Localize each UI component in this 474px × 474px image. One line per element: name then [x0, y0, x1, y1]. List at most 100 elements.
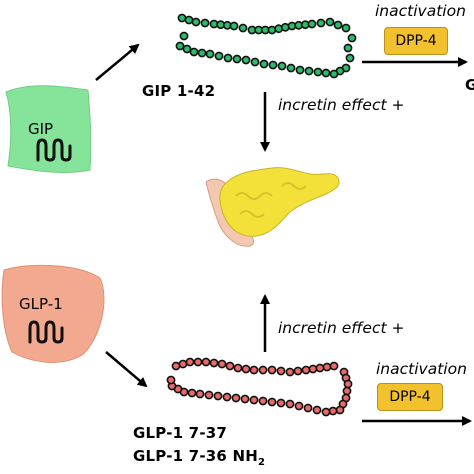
gip-bead	[313, 67, 323, 77]
glp1-bead	[195, 389, 205, 399]
gip-bead	[268, 60, 278, 70]
gip-bead	[345, 53, 355, 63]
glp1-bead	[329, 361, 339, 371]
gip-bead	[286, 63, 296, 73]
gip-product-label: G	[465, 76, 474, 94]
gip-bead	[277, 61, 287, 71]
glp1-bead	[294, 401, 304, 411]
gip-secretion-arrow	[95, 43, 140, 81]
glp1-bead	[240, 394, 250, 404]
gip-bead	[347, 33, 357, 43]
gip-bead	[229, 21, 239, 31]
glp1-inactivation-label: inactivation	[376, 360, 467, 378]
glp1-dpp4-badge: DPP-4	[377, 383, 443, 411]
gip-bead	[189, 47, 199, 57]
glp1-bead	[321, 407, 331, 417]
glp1-bead	[249, 395, 259, 405]
glp1-bead	[166, 375, 176, 385]
gip-peptide-chain	[175, 13, 357, 79]
gip-bead	[241, 55, 251, 65]
gip-bead	[184, 15, 194, 25]
glp1-bead	[342, 386, 352, 396]
glp1-peptide-label-2-subscript: 2	[257, 457, 266, 468]
gip-bead	[250, 57, 260, 67]
gip-bead	[259, 59, 269, 69]
glp1-bead	[267, 397, 277, 407]
gip-bead	[333, 20, 343, 30]
glp1-bead	[293, 366, 303, 376]
glp1-bead	[322, 362, 332, 372]
gip-bead	[329, 69, 339, 79]
glp1-bead	[301, 365, 311, 375]
glp1-bead	[193, 357, 203, 367]
glp1-bead	[201, 357, 211, 367]
glp1-hormone-label: GLP-1	[19, 295, 63, 313]
gip-dpp4-badge: DPP-4	[384, 27, 448, 55]
glp1-secretion-arrow	[105, 351, 148, 388]
gip-bead	[182, 44, 192, 54]
glp1-cell-blob	[1, 264, 105, 363]
glp1-bead	[328, 406, 338, 416]
glp1-bead	[276, 398, 286, 408]
glp1-bead	[187, 388, 197, 398]
glp1-bead	[231, 393, 241, 403]
gip-hormone-label: GIP	[28, 120, 54, 138]
glp1-bead	[285, 367, 295, 377]
pancreas-icon	[205, 167, 340, 247]
glp1-bead	[241, 364, 251, 374]
glp1-incretin-label: incretin effect +	[278, 319, 405, 337]
glp1-bead	[204, 390, 214, 400]
pancreas-body-shape	[219, 167, 340, 237]
glp1-bead	[178, 359, 188, 369]
gip-bead	[197, 48, 207, 58]
glp1-peptide-chain	[166, 357, 353, 417]
gip-bead	[177, 13, 187, 23]
glp1-bead	[225, 361, 235, 371]
gip-bead	[304, 66, 314, 76]
gip-bead	[179, 31, 189, 41]
glp1-bead	[171, 361, 181, 371]
glp1-peptide-label-2: GLP-1 7-36 NH2	[133, 447, 265, 468]
gip-bead	[191, 17, 201, 27]
glp1-bead	[335, 405, 345, 415]
glp1-bead	[285, 399, 295, 409]
glp1-peptide-label-2-main: GLP-1 7-36 NH	[133, 447, 258, 465]
glp1-peptide-label-1: GLP-1 7-37	[133, 424, 228, 442]
glp1-receptor-icon	[28, 320, 64, 344]
gip-bead	[175, 41, 185, 51]
gip-peptide-label: GIP 1-42	[142, 82, 216, 100]
gip-bead	[295, 65, 305, 75]
glp1-bead	[222, 392, 232, 402]
gip-receptor-icon	[36, 138, 72, 162]
gip-bead	[307, 19, 317, 29]
glp1-bead	[217, 359, 227, 369]
glp1-bead	[233, 363, 243, 373]
glp1-bead	[312, 405, 322, 415]
glp1-bead	[343, 379, 353, 389]
gip-bead	[238, 23, 248, 33]
glp1-bead	[213, 391, 223, 401]
gip-bead	[341, 23, 351, 33]
gip-bead	[205, 49, 215, 59]
gip-bead	[343, 43, 353, 53]
glp1-bead	[258, 396, 268, 406]
gip-bead	[200, 18, 210, 28]
glp1-bead	[185, 357, 195, 367]
gip-bead	[232, 54, 242, 64]
glp1-bead	[209, 358, 219, 368]
gip-inactivation-label: inactivation	[375, 2, 466, 20]
gip-bead	[321, 68, 331, 78]
gip-bead	[316, 18, 326, 28]
pancreas-texture	[235, 182, 307, 218]
glp1-bead	[315, 363, 325, 373]
gip-incretin-label: incretin effect +	[278, 96, 405, 114]
glp1-bead	[267, 365, 277, 375]
gip-bead	[223, 53, 233, 63]
gip-bead	[214, 51, 224, 61]
glp1-bead	[249, 365, 259, 375]
gip-bead	[325, 17, 335, 27]
glp1-bead	[303, 403, 313, 413]
glp1-bead	[308, 364, 318, 374]
glp1-bead	[258, 365, 268, 375]
